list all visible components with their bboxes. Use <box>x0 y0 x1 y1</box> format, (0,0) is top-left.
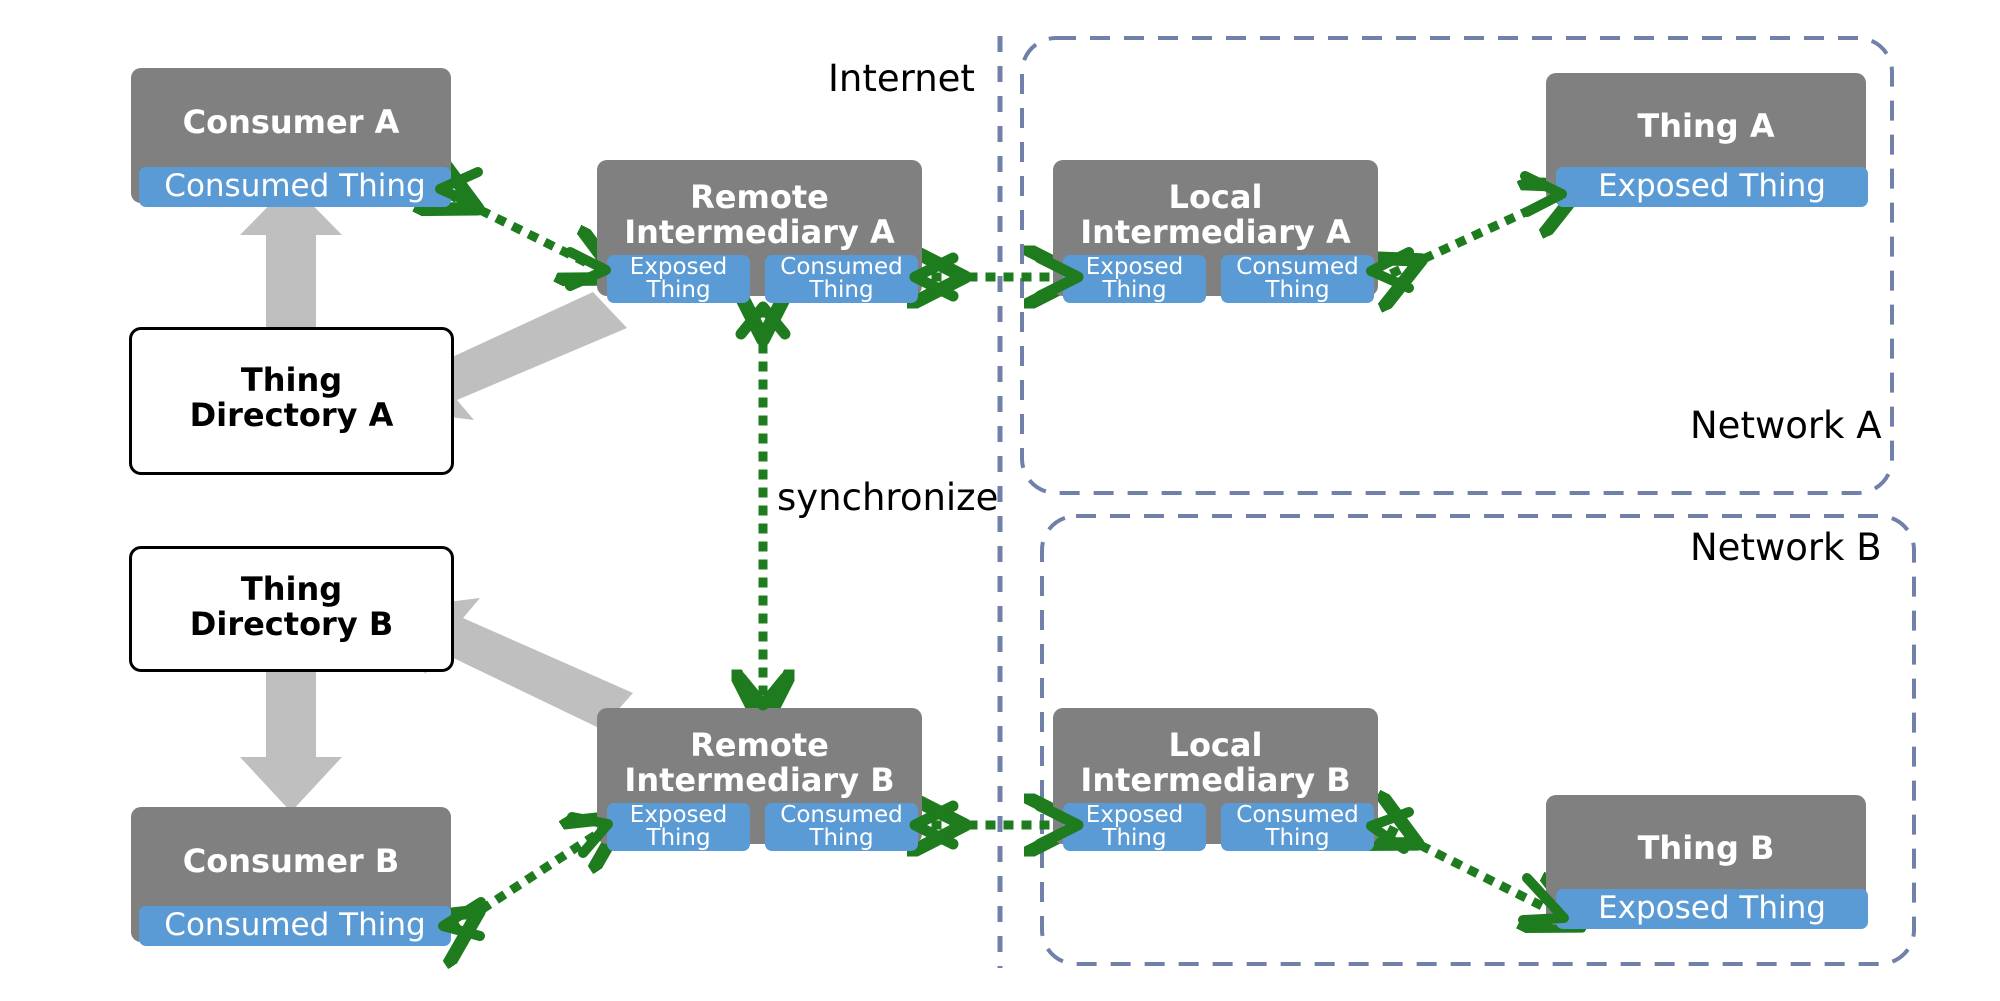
node-thing-directory-b[interactable]: Thing Directory B <box>129 546 454 672</box>
node-thing-directory-b-title: Thing Directory B <box>189 570 394 643</box>
node-thing-a-title: Thing A <box>1637 107 1775 145</box>
node-thing-b-exposed-thing[interactable]: Exposed Thing <box>1556 889 1868 929</box>
node-local-intermediary-b-title: Local Intermediary B <box>1080 726 1351 799</box>
node-consumer-a-consumed-thing[interactable]: Consumed Thing <box>139 167 451 207</box>
arrow-thing-directory-b-to-consumer-b <box>240 672 342 812</box>
node-thing-a-exposed-thing[interactable]: Exposed Thing <box>1556 167 1868 207</box>
node-local-intermediary-a-title: Local Intermediary A <box>1080 178 1351 251</box>
node-consumer-a-title: Consumer A <box>182 103 400 141</box>
node-local-intermediary-a-exposed-thing[interactable]: Exposed Thing <box>1063 255 1206 303</box>
node-remote-intermediary-a-consumed-thing[interactable]: Consumed Thing <box>765 255 918 303</box>
arrowhead-synchronize-up <box>735 301 791 340</box>
node-remote-intermediary-a-exposed-thing[interactable]: Exposed Thing <box>607 255 750 303</box>
node-local-intermediary-b-consumed-thing[interactable]: Consumed Thing <box>1221 803 1374 851</box>
link-local-intermediary-b-thing-b <box>1392 831 1556 913</box>
network-a-label: Network A <box>1690 404 1882 447</box>
link-consumer-a-remote-intermediary-a <box>452 196 593 266</box>
node-thing-directory-a[interactable]: Thing Directory A <box>129 327 454 475</box>
node-local-intermediary-a-consumed-thing[interactable]: Consumed Thing <box>1221 255 1374 303</box>
link-consumer-b-remote-intermediary-b <box>455 832 600 927</box>
node-thing-directory-a-title: Thing Directory A <box>189 361 394 434</box>
node-consumer-b-consumed-thing[interactable]: Consumed Thing <box>139 906 451 946</box>
node-consumer-b-title: Consumer B <box>182 842 400 880</box>
network-b-label: Network B <box>1690 526 1882 569</box>
node-remote-intermediary-b-title: Remote Intermediary B <box>624 726 895 799</box>
link-local-intermediary-a-thing-a <box>1395 198 1556 272</box>
node-local-intermediary-b-exposed-thing[interactable]: Exposed Thing <box>1063 803 1206 851</box>
synchronize-label: synchronize <box>777 476 999 519</box>
node-remote-intermediary-a-title: Remote Intermediary A <box>624 178 895 251</box>
node-thing-b-title: Thing B <box>1637 829 1775 867</box>
internet-label: Internet <box>828 57 975 100</box>
node-remote-intermediary-b-consumed-thing[interactable]: Consumed Thing <box>765 803 918 851</box>
arrowhead-synchronize-down <box>735 672 791 711</box>
node-remote-intermediary-b-exposed-thing[interactable]: Exposed Thing <box>607 803 750 851</box>
